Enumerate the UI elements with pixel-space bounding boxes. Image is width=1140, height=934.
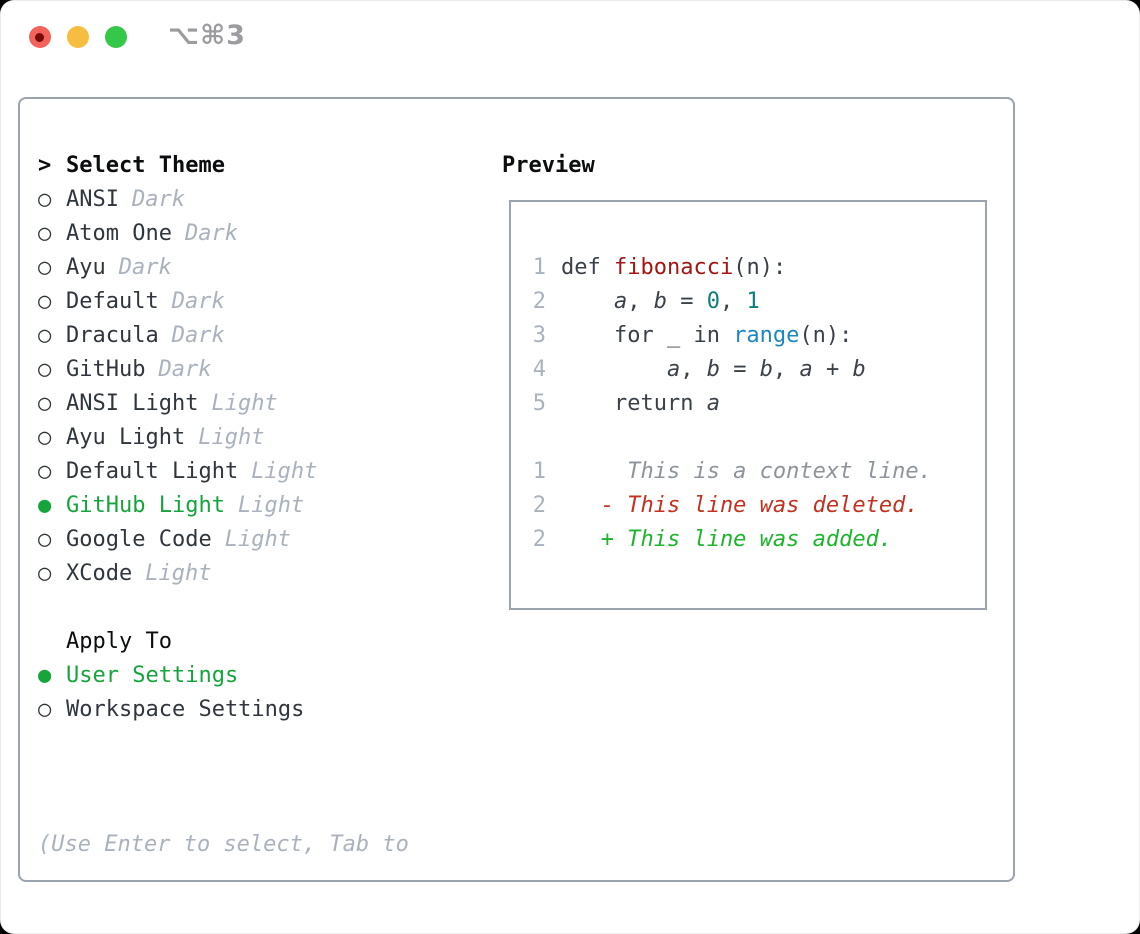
keyboard-hint: (Use Enter to select, Tab to change focu… [38,832,409,857]
line-number: 1 [532,458,546,484]
theme-option-ansi-dark[interactable]: ○ ANSI Dark [38,182,409,216]
code-text: for _ in range(n): [561,322,853,348]
line-number: 1 [532,254,546,280]
radio-icon: ○ [38,322,52,348]
theme-tag: Dark [184,220,238,246]
radio-icon: ○ [38,696,52,722]
code-line: 3 for _ in range(n): [532,318,985,352]
theme-option-default-light[interactable]: ○ Default Light Light [38,454,409,488]
radio-icon: ○ [38,288,52,314]
theme-tag: Dark [158,356,212,382]
code-line: 1 def fibonacci(n): [532,250,985,284]
code-line: 4 a, b = b, a + b [532,352,985,386]
line-number: 2 [532,492,546,518]
theme-option-default-dark[interactable]: ○ Default Dark [38,284,409,318]
theme-name: ANSI [66,186,119,212]
theme-name: GitHub [66,356,146,382]
window-title-shortcut: ⌥⌘3 [168,20,246,51]
zoom-button[interactable] [105,26,127,48]
apply-option-user-settings[interactable]: ● User Settings [38,658,409,692]
code-line: 2 a, b = 0, 1 [532,284,985,318]
theme-tag: Dark [171,322,225,348]
close-button[interactable] [29,26,51,48]
diff-text: This is a context line. [561,458,932,484]
diff-text: + This line was added. [561,526,893,552]
theme-name: ANSI Light [66,390,199,416]
radio-selected-icon: ● [38,492,52,518]
theme-option-xcode[interactable]: ○ XCode Light [38,556,409,590]
theme-list-title: Select Theme [66,152,225,178]
radio-icon: ○ [38,254,52,280]
line-number: 2 [532,288,546,314]
theme-list-header: > Select Theme [38,148,409,182]
theme-tag: Dark [118,254,172,280]
line-number: 3 [532,322,546,348]
diff-added-line: 2 + This line was added. [532,522,985,556]
theme-tag: Dark [131,186,185,212]
apply-option-label: User Settings [66,662,239,688]
apply-option-label: Workspace Settings [66,696,305,722]
theme-name: Ayu Light [66,424,186,450]
apply-to-title: Apply To [66,628,172,654]
theme-option-github-light[interactable]: ● GitHub Light Light [38,488,409,522]
titlebar: ⌥⌘3 [0,0,1140,74]
theme-option-ayu-dark[interactable]: ○ Ayu Dark [38,250,409,284]
radio-icon: ○ [38,390,52,416]
radio-icon: ○ [38,356,52,382]
theme-name: Ayu [66,254,106,280]
code-text: a, b = b, a + b [666,356,866,382]
radio-icon: ○ [38,526,52,552]
theme-option-github-dark[interactable]: ○ GitHub Dark [38,352,409,386]
theme-tag: Light [224,526,291,552]
theme-name: Default Light [66,458,239,484]
theme-tag: Light [251,458,318,484]
theme-option-ayu-light[interactable]: ○ Ayu Light Light [38,420,409,454]
line-number: 5 [532,390,546,416]
code-text: return a [561,390,720,416]
apply-to-header: Apply To [38,624,409,658]
theme-tag: Light [237,492,305,518]
code-line: 5 return a [532,386,985,420]
diff-text: - This line was deleted. [561,492,919,518]
theme-tag: Light [198,424,265,450]
minimize-button[interactable] [67,26,89,48]
radio-icon: ○ [38,220,52,246]
line-number: 4 [532,356,546,382]
code-text: def fibonacci(n): [561,254,787,280]
radio-icon: ○ [38,424,52,450]
theme-name: Default [66,288,159,314]
theme-option-dracula[interactable]: ○ Dracula Dark [38,318,409,352]
diff-context-line: 1 This is a context line. [532,454,985,488]
radio-icon: ○ [38,186,52,212]
theme-option-google-code[interactable]: ○ Google Code Light [38,522,409,556]
theme-name: Dracula [66,322,159,348]
radio-icon: ○ [38,458,52,484]
theme-name: Google Code [66,526,212,552]
theme-tag: Dark [171,288,225,314]
line-number: 2 [532,526,546,552]
theme-tag: Light [211,390,278,416]
diff-deleted-line: 2 - This line was deleted. [532,488,985,522]
code-text: a, b = 0, 1 [613,288,760,314]
theme-name: XCode [66,560,133,586]
radio-icon: ○ [38,560,52,586]
code-preview-box: 1 def fibonacci(n): 2 a, b = 0, 1 3 for _… [509,200,987,610]
apply-option-workspace-settings[interactable]: ○ Workspace Settings [38,692,409,726]
radio-selected-icon: ● [38,662,52,688]
theme-name: Atom One [66,220,172,246]
theme-tag: Light [145,560,212,586]
theme-option-ansi-light[interactable]: ○ ANSI Light Light [38,386,409,420]
preview-title: Preview [502,152,595,178]
prompt-caret-icon: > [38,152,52,178]
close-dot-icon [35,33,44,42]
theme-option-atom-one[interactable]: ○ Atom One Dark [38,216,409,250]
theme-name: GitHub Light [66,492,225,518]
